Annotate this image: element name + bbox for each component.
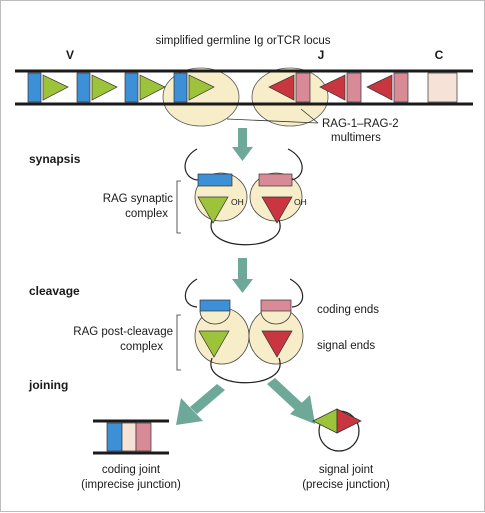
j-coding-end-hairpin <box>260 310 292 325</box>
signal-joint <box>312 408 362 452</box>
step-label-cleavage: cleavage <box>29 284 80 298</box>
synaptic-complex-label-line1: RAG synaptic <box>103 193 174 205</box>
j-gene-segment <box>366 72 409 103</box>
signal-ends-label: signal ends <box>317 340 375 352</box>
v-signal-end <box>198 330 230 358</box>
j-segment-label: J <box>318 48 325 62</box>
post-cleavage-complex <box>184 278 304 384</box>
j-gene-segment <box>268 72 311 103</box>
j-rss-triangle <box>261 196 293 224</box>
v-coding-end-hairpin <box>199 310 231 325</box>
coding-joint-label: coding joint <box>102 464 161 476</box>
arrow-to-synapsis <box>232 128 253 161</box>
signal-joint-sublabel: (precise junction) <box>302 479 390 491</box>
arrow-to-coding-joint <box>176 384 225 425</box>
coding-ends-label: coding ends <box>317 304 379 316</box>
rag-multimers-label-line1: RAG-1–RAG-2 <box>322 118 399 130</box>
v-gene-segment <box>27 72 69 103</box>
c-segment-label: C <box>435 48 444 62</box>
v-segment-label: V <box>66 48 74 62</box>
synaptic-complex: OH OH <box>184 148 307 246</box>
germline-locus <box>15 69 473 106</box>
post-cleavage-label-line2: complex <box>120 341 163 353</box>
post-cleavage-callout: RAG post-cleavage complex <box>73 314 181 371</box>
rag-multimers-label-line2: multimers <box>331 132 381 144</box>
j-coding-end <box>260 299 292 312</box>
rag-multimers-callout: RAG-1–RAG-2 multimers <box>226 108 399 144</box>
arrow-to-signal-joint <box>267 378 315 424</box>
v-coding-end <box>199 299 231 312</box>
oh-label-right: OH <box>294 197 307 207</box>
v-gene-segment <box>124 72 166 103</box>
v-gene-segment <box>173 72 215 103</box>
synaptic-complex-label-line2: complex <box>125 208 168 220</box>
v-gene-segment <box>76 72 118 103</box>
step-label-synapsis: synapsis <box>29 152 81 166</box>
v-rss-triangle <box>197 196 229 224</box>
post-cleavage-label-line1: RAG post-cleavage <box>73 326 173 338</box>
signal-joint-label: signal joint <box>319 464 374 476</box>
oh-label-left: OH <box>231 197 244 207</box>
step-label-joining: joining <box>28 378 68 392</box>
v-coding-segment <box>197 173 233 187</box>
j-signal-end <box>261 330 293 358</box>
j-gene-segment <box>319 72 362 103</box>
j-coding-segment <box>258 173 293 187</box>
coding-joint-sublabel: (imprecise junction) <box>81 479 181 491</box>
diagram-title: simplified germline Ig orTCR locus <box>155 35 330 47</box>
arrow-to-cleavage <box>232 258 253 293</box>
synaptic-complex-callout: RAG synaptic complex <box>103 180 181 234</box>
c-gene-segment <box>427 72 458 103</box>
coding-joint <box>93 419 169 455</box>
